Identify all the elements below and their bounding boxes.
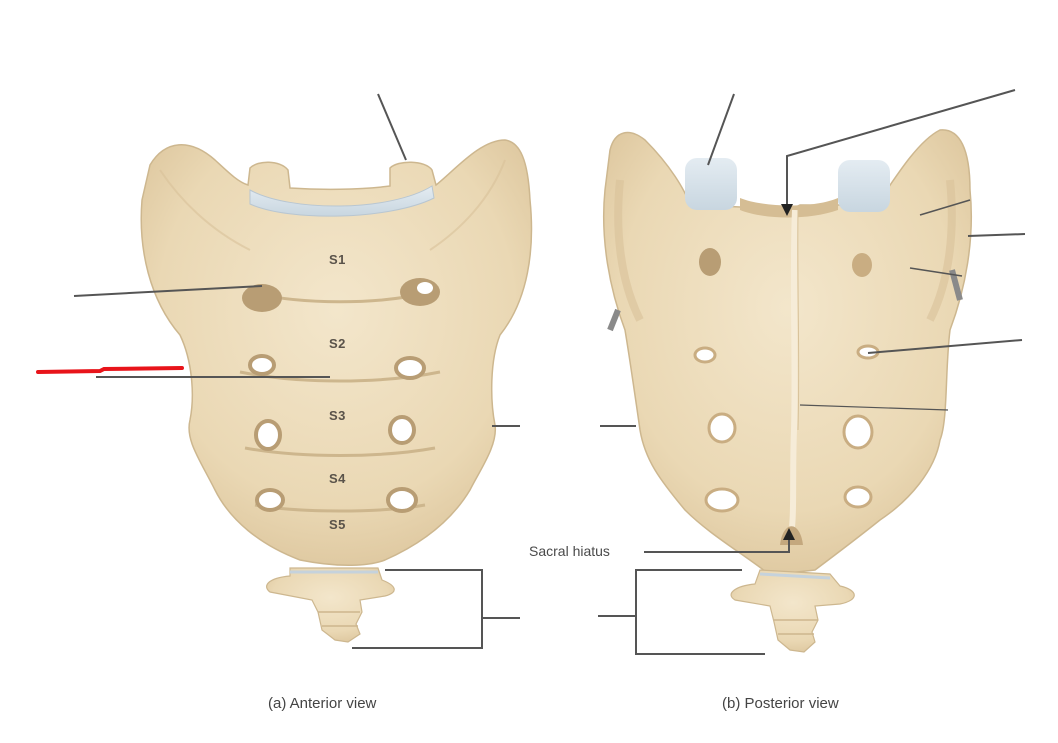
leader-anterior-sacral-foramen (73, 285, 263, 297)
bracket-coccyx-anterior (352, 569, 483, 649)
segment-label-s4: S4 (329, 471, 346, 486)
caption-anterior-view: (a) Anterior view (268, 695, 377, 712)
segment-label-s2: S2 (329, 336, 346, 351)
label-sacral-hiatus: Sacral hiatus (529, 543, 610, 559)
leader-sacral-hiatus (644, 535, 790, 553)
caption-posterior-view: (b) Posterior view (722, 695, 839, 712)
anterior-sacrum (140, 139, 533, 566)
arrowhead-sacral-canal (781, 204, 793, 216)
posterior-sacrum (602, 129, 973, 576)
leader-posterior-sacral-foramen (867, 339, 1023, 354)
segment-label-s3: S3 (329, 408, 346, 423)
leader-superior-articular-process-anterior (377, 93, 407, 161)
segment-label-s1: S1 (329, 252, 346, 267)
arrowhead-sacral-hiatus (783, 528, 795, 540)
anterior-coccyx (266, 567, 395, 643)
bracket-coccyx-posterior (635, 569, 765, 655)
posterior-coccyx (730, 569, 855, 653)
leader-auricular-surface (967, 233, 1026, 237)
red-annotation-line (36, 366, 184, 374)
leader-lines (73, 89, 1026, 655)
segment-label-s5: S5 (329, 517, 346, 532)
leader-sacral-canal (786, 89, 1016, 205)
leader-superior-articular-process-posterior (707, 93, 735, 166)
